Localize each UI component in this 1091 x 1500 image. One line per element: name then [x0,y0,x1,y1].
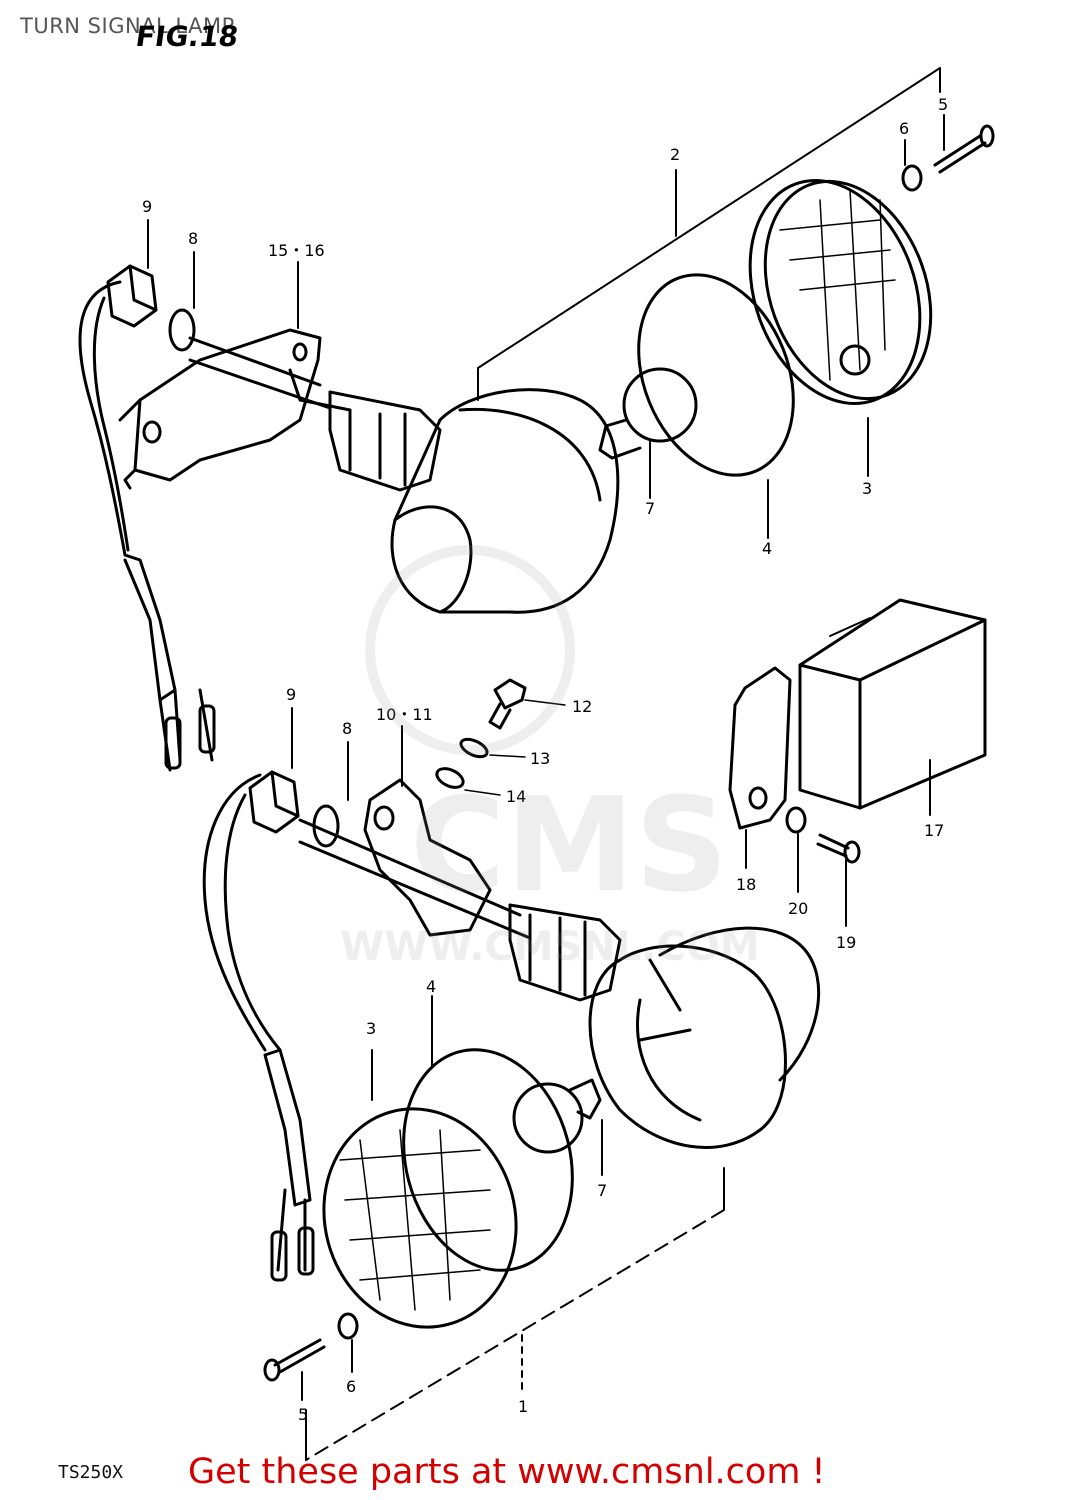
watermark-url: WWW.CMSNL.COM [340,924,760,970]
callout-3-top: 3 [862,479,872,498]
bolt-12 [488,678,527,730]
assembly-bracket-top [477,67,941,401]
wire-harness-top [78,280,216,772]
lens-top [748,179,933,405]
stem-bottom [298,818,622,1002]
callout-5-top: 5 [938,95,948,114]
stem-top [188,336,442,492]
lamp-housing-bottom [588,926,821,1149]
callout-15-16: 15・16 [268,241,325,260]
gasket-bottom [402,1048,574,1272]
washer-bottom-small [337,1312,359,1340]
assembly-bracket-bottom [147,114,945,1461]
callout-9-bottom: 9 [286,685,296,704]
callout-4-top: 4 [762,539,772,558]
bulb-top [598,367,698,460]
nut-bottom [248,770,300,834]
washer-20 [785,806,807,834]
callout-6-top: 6 [899,119,909,138]
bulb-bottom [512,1078,602,1154]
callout-20: 20 [788,899,808,918]
watermark-brand: CMS [410,769,728,921]
callout-4-bottom: 4 [426,977,436,996]
screw-bottom [263,1338,326,1382]
washer-top [168,308,196,352]
callout-6-bottom: 6 [346,1377,356,1396]
lens-bottom [322,1107,518,1329]
callout-18: 18 [736,875,756,894]
callout-8-top: 8 [188,229,198,248]
wire-harness-bottom [202,773,315,1282]
gasket-top [637,273,795,477]
callout-17: 17 [924,821,944,840]
washer-13 [459,737,489,759]
callout-14: 14 [506,787,526,806]
callout-13: 13 [530,749,550,768]
mounting-bracket-top [118,328,322,490]
model-label: TS250X [58,1462,124,1483]
callout-5-bottom: 5 [298,1405,308,1424]
screw-19 [816,833,861,864]
washer-14 [435,767,465,789]
callout-2: 2 [670,145,680,164]
callout-19: 19 [836,933,856,952]
mounting-bracket-bottom [363,778,492,937]
relay-bracket [728,666,792,830]
parts-store-link[interactable]: Get these parts at www.cmsnl.com ! [188,1452,826,1492]
callout-7-top: 7 [645,499,655,518]
callout-8-bottom: 8 [342,719,352,738]
lamp-housing-top [390,388,620,614]
washer-top-small [901,164,923,192]
flasher-relay [798,598,987,810]
callout-10-11: 10・11 [376,705,433,724]
callout-7-bottom: 7 [597,1181,607,1200]
figure-number: FIG.18 [133,20,241,53]
callout-3-bottom: 3 [366,1019,376,1038]
screw-top [933,124,995,174]
callout-1: 1 [518,1397,528,1416]
nut-top [106,264,158,328]
watermark-logo: CMS WWW.CMSNL.COM [340,545,760,970]
callout-12: 12 [572,697,592,716]
page-title: TURN SIGNAL LAMP [20,14,235,38]
callout-9-top: 9 [142,197,152,216]
